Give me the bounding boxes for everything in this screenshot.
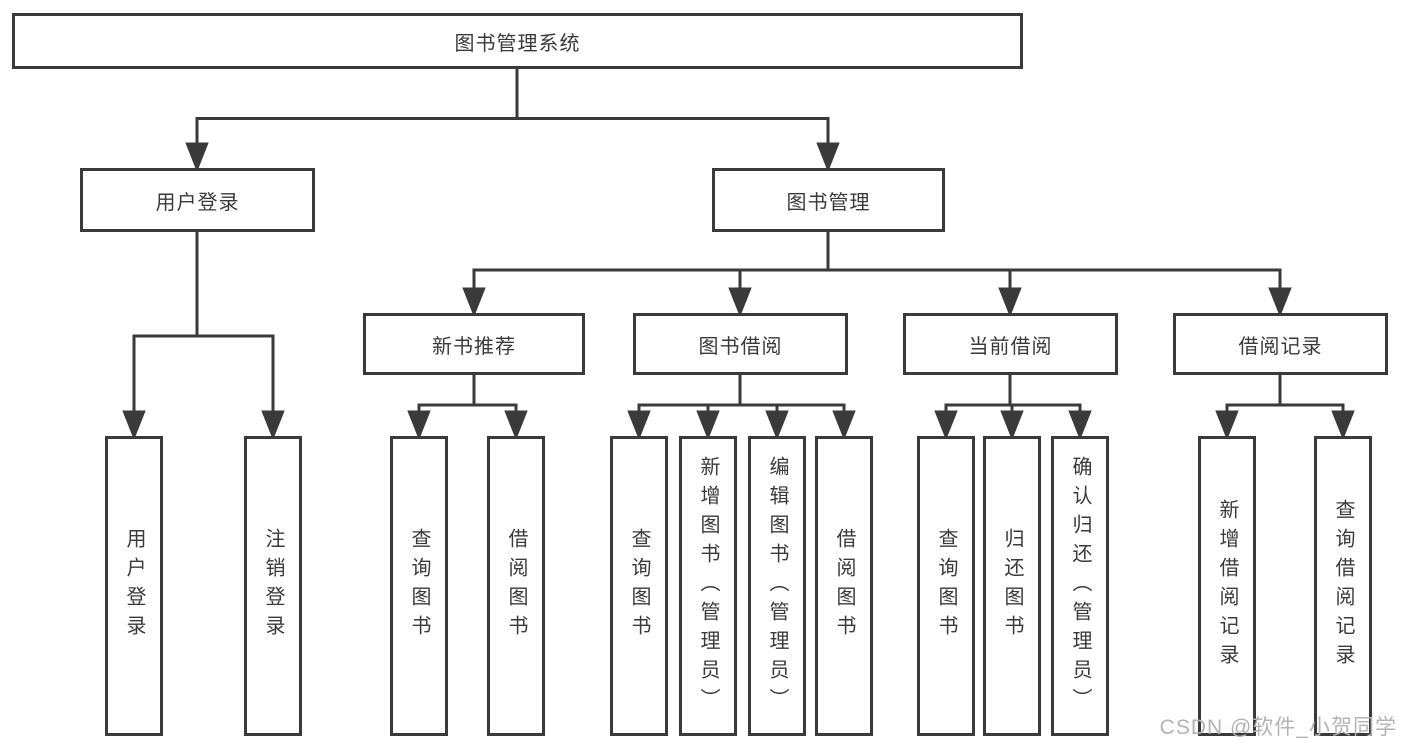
leaf-borrow-edit-admin: 编辑图书（管理员） bbox=[748, 436, 806, 736]
connector-new-books-children bbox=[407, 375, 528, 441]
leaf-current-return-label: 归还图书 bbox=[1001, 528, 1023, 644]
leaf-borrow-edit-admin-label: 编辑图书（管理员） bbox=[766, 455, 788, 717]
leaf-records-add-label: 新增借阅记录 bbox=[1216, 499, 1238, 673]
leaf-records-add: 新增借阅记录 bbox=[1198, 436, 1256, 736]
node-root-label: 图书管理系统 bbox=[454, 32, 581, 55]
node-borrow-records: 借阅记录 bbox=[1173, 313, 1388, 375]
leaf-records-query: 查询借阅记录 bbox=[1314, 436, 1372, 736]
leaf-borrow-query-label: 查询图书 bbox=[628, 528, 650, 644]
leaf-logout: 注销登录 bbox=[244, 436, 302, 736]
node-book-management-label: 图书管理 bbox=[786, 191, 871, 214]
leaf-current-query-label: 查询图书 bbox=[935, 528, 957, 644]
leaf-newbooks-borrow-label: 借阅图书 bbox=[505, 528, 527, 644]
leaf-borrow-add-admin: 新增图书（管理员） bbox=[679, 436, 737, 736]
node-current-borrow: 当前借阅 bbox=[903, 313, 1118, 375]
connector-book-borrow-children bbox=[627, 375, 856, 441]
node-new-book-recommend-label: 新书推荐 bbox=[432, 335, 516, 358]
leaf-borrow-query: 查询图书 bbox=[610, 436, 668, 736]
node-new-book-recommend: 新书推荐 bbox=[363, 313, 585, 375]
leaf-borrow-book: 借阅图书 bbox=[815, 436, 873, 736]
node-book-borrow-label: 图书借阅 bbox=[698, 335, 783, 358]
connector-root-to-level2 bbox=[185, 69, 840, 173]
leaf-newbooks-query: 查询图书 bbox=[390, 436, 448, 736]
node-book-management: 图书管理 bbox=[712, 168, 945, 232]
node-borrow-records-label: 借阅记录 bbox=[1238, 335, 1323, 358]
leaf-current-confirm-return-admin-label: 确认归还（管理员） bbox=[1069, 455, 1091, 717]
node-user-login: 用户登录 bbox=[80, 168, 315, 232]
csdn-watermark: CSDN @软件_小贺同学 bbox=[1159, 716, 1397, 739]
leaf-user-login: 用户登录 bbox=[105, 436, 163, 736]
leaf-current-return: 归还图书 bbox=[983, 436, 1041, 736]
node-book-borrow: 图书借阅 bbox=[633, 313, 848, 375]
connector-current-borrow-children bbox=[934, 375, 1092, 441]
leaf-user-login-label: 用户登录 bbox=[123, 528, 145, 644]
connector-book-management-children bbox=[462, 232, 1292, 318]
node-root-system: 图书管理系统 bbox=[12, 13, 1023, 69]
leaf-newbooks-borrow: 借阅图书 bbox=[487, 436, 545, 736]
leaf-logout-label: 注销登录 bbox=[262, 528, 284, 644]
leaf-current-query: 查询图书 bbox=[917, 436, 975, 736]
node-user-login-label: 用户登录 bbox=[155, 191, 240, 214]
leaf-current-confirm-return-admin: 确认归还（管理员） bbox=[1051, 436, 1109, 736]
connector-user-login-children bbox=[122, 232, 285, 441]
connector-borrow-records-children bbox=[1215, 375, 1355, 441]
leaf-newbooks-query-label: 查询图书 bbox=[408, 528, 430, 644]
node-current-borrow-label: 当前借阅 bbox=[968, 335, 1053, 358]
leaf-borrow-add-admin-label: 新增图书（管理员） bbox=[697, 455, 719, 717]
leaf-records-query-label: 查询借阅记录 bbox=[1332, 499, 1354, 673]
leaf-borrow-book-label: 借阅图书 bbox=[833, 528, 855, 644]
